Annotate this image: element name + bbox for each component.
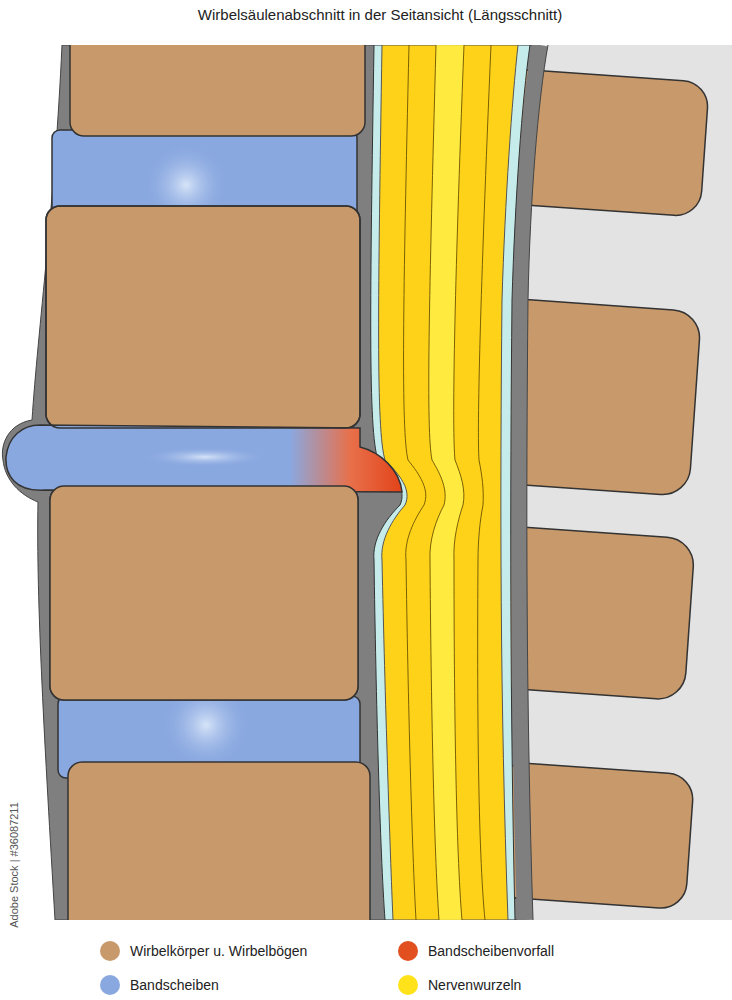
diagram-title: Wirbelsäulenabschnitt in der Seitansicht… [198,6,562,23]
legend-text: Bandscheibenvorfall [428,943,554,959]
legend-swatch [100,975,120,995]
legend-text: Nervenwurzeln [428,977,521,993]
herniated-disc [6,425,402,492]
legend-swatch [100,941,120,961]
legend-swatch [398,941,418,961]
nerve-fibres [404,45,491,920]
legend-text: Wirbelkörper u. Wirbelbögen [130,943,307,959]
spine-section [2,45,732,920]
legend-swatch [398,975,418,995]
legend-text: Bandscheiben [130,977,219,993]
watermark: Adobe Stock | #36087211 [8,802,20,928]
